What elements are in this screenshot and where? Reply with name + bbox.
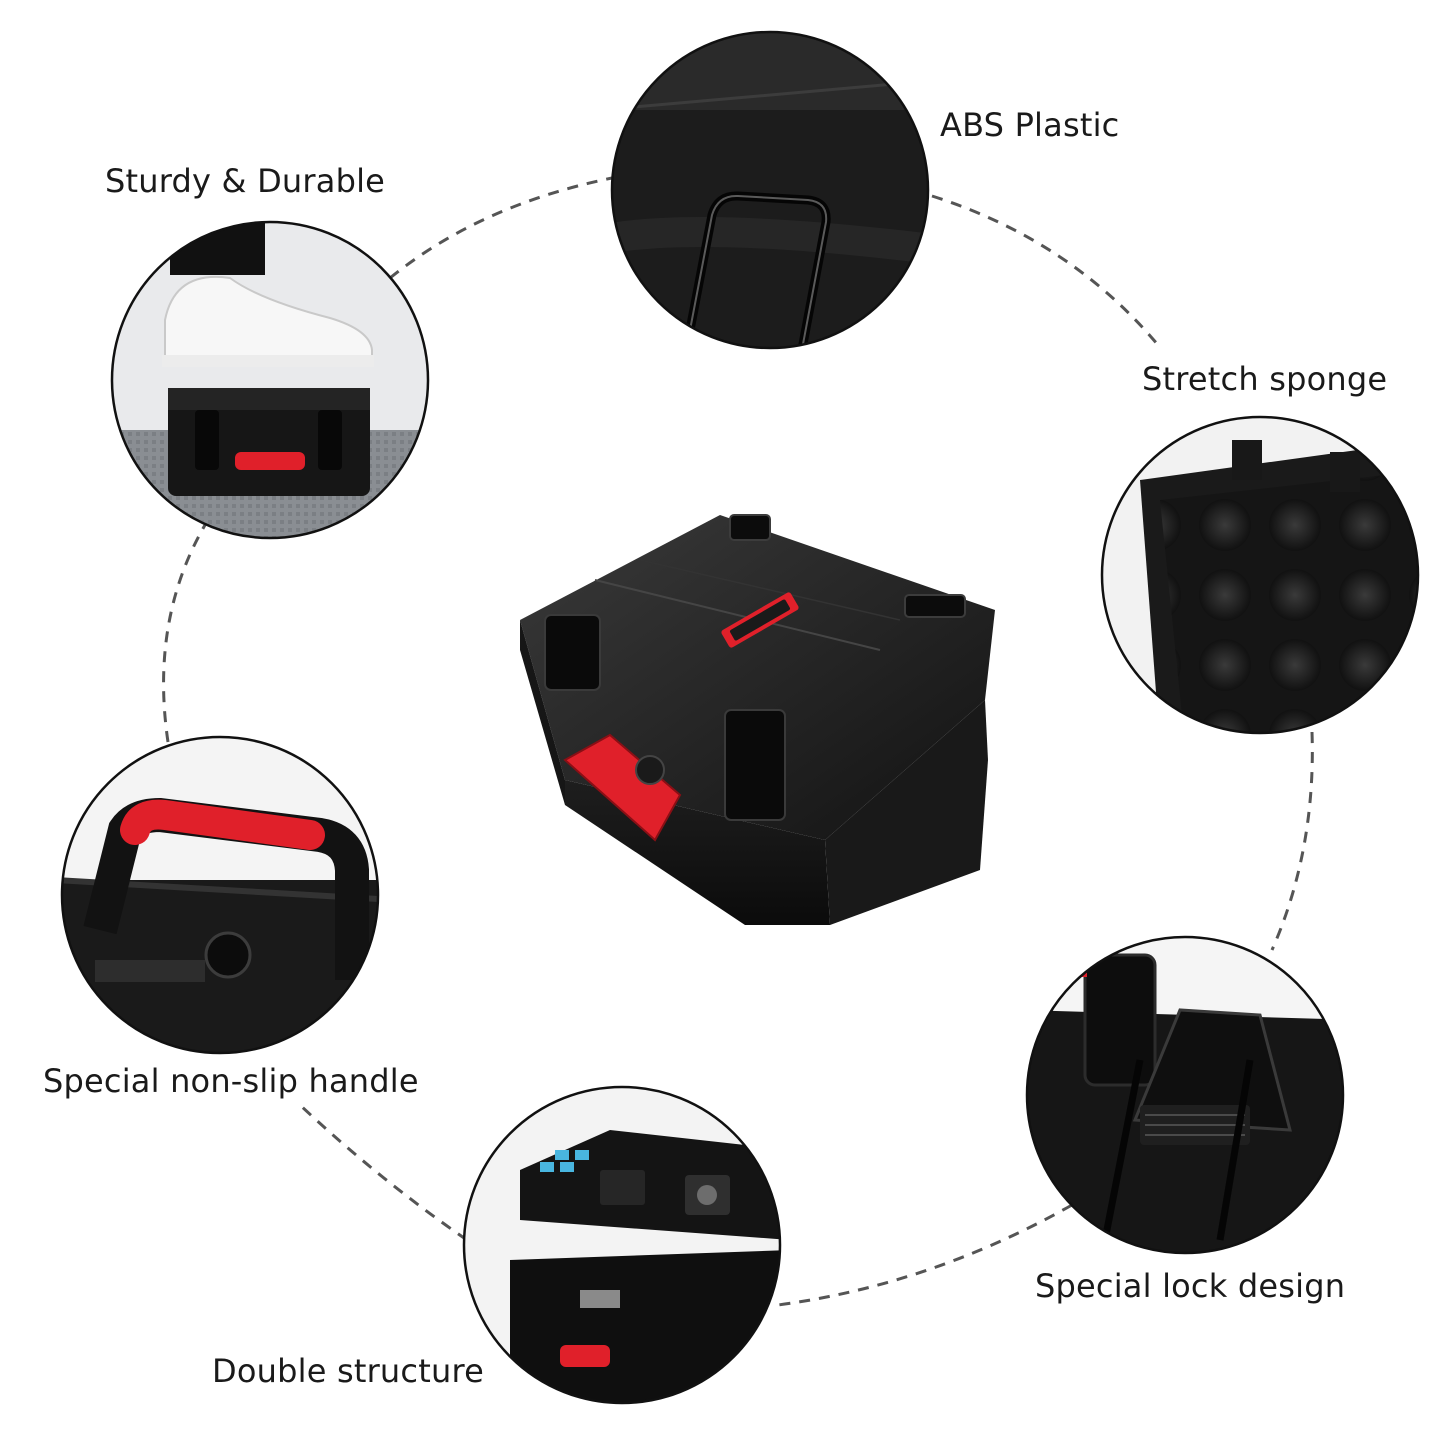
non-slip-handle-photo <box>60 735 380 1055</box>
lock-design-photo <box>1025 935 1345 1255</box>
hard-case-product <box>520 514 995 925</box>
sturdy-durable-label: Sturdy & Durable <box>105 162 386 200</box>
stretch-sponge-photo <box>1100 415 1420 735</box>
double-structure-label: Double structure <box>212 1352 484 1390</box>
sturdy-durable-photo <box>110 220 430 540</box>
double-structure-photo <box>462 1085 782 1405</box>
abs-plastic-photo <box>610 30 930 350</box>
dashed-connector-ring <box>162 176 1314 1307</box>
abs-plastic-label: ABS Plastic <box>940 106 1120 144</box>
non-slip-handle-label: Special non-slip handle <box>43 1062 419 1100</box>
stretch-sponge-label: Stretch sponge <box>1142 360 1388 398</box>
lock-design-label: Special lock design <box>1035 1267 1346 1305</box>
